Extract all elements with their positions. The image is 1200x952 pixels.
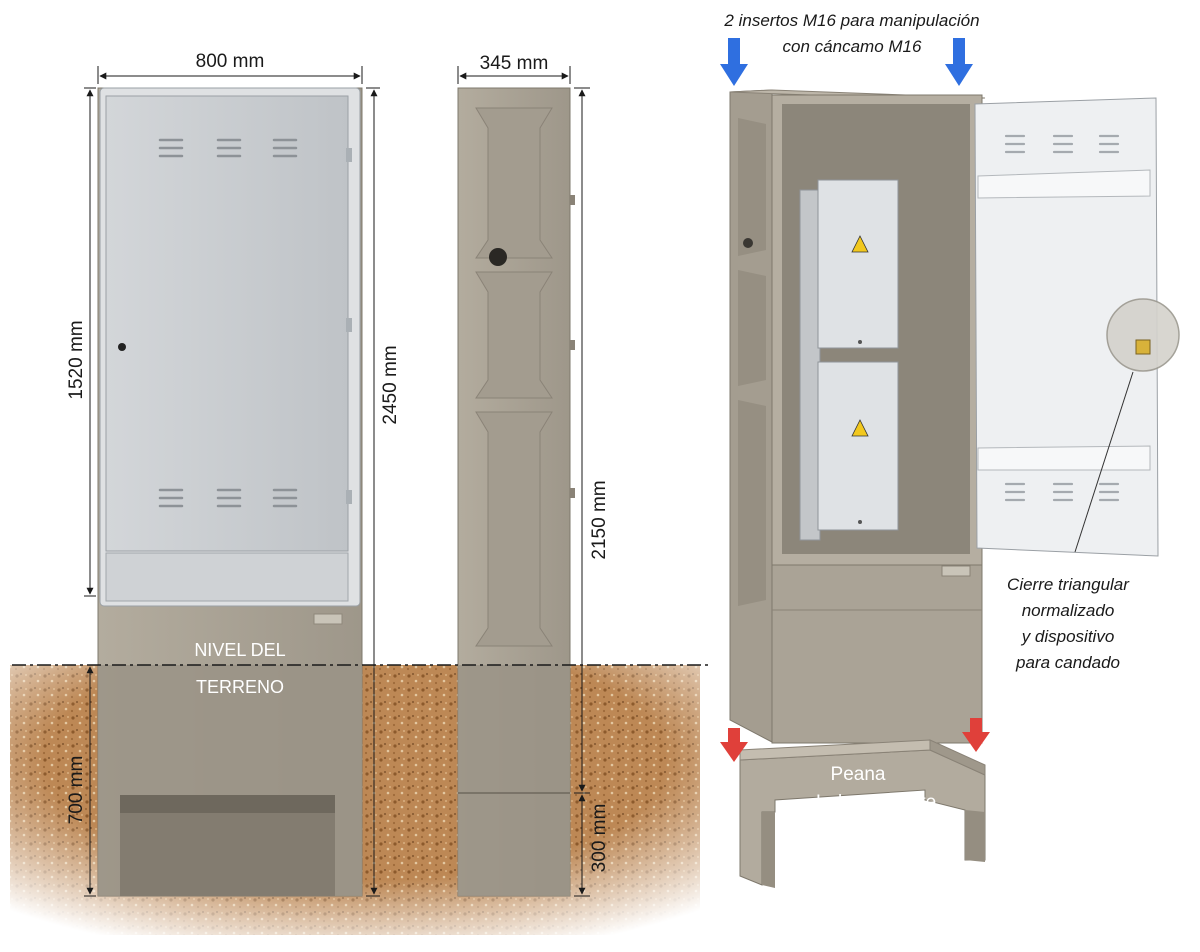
red-down-arrow-icon — [720, 728, 748, 762]
independent-base — [739, 739, 986, 888]
ground-label-line1: NIVEL DEL — [194, 640, 285, 660]
dim-width-side: 345 mm — [480, 53, 549, 74]
lock-keyhole-icon — [118, 343, 126, 351]
open-door — [974, 97, 1159, 557]
blue-down-arrow-icon — [720, 38, 748, 86]
lock-callout-line1: Cierre triangular — [1007, 575, 1130, 594]
nameplate — [313, 613, 343, 625]
dimension-lines — [84, 66, 590, 897]
base-callout-line2: Independiente — [816, 792, 936, 813]
dim-total-height: 2450 mm — [380, 345, 401, 424]
side-view — [457, 87, 575, 897]
inserts-callout-line2: con cáncamo M16 — [783, 37, 922, 56]
inserts-callout-line1: 2 insertos M16 para manipulación — [723, 11, 979, 30]
dim-base-height: 300 mm — [589, 804, 610, 873]
vent-slots-bottom — [158, 488, 298, 508]
dim-above-ground: 2150 mm — [589, 480, 610, 559]
blue-down-arrow-icon — [945, 38, 973, 86]
perspective-view — [729, 89, 1180, 888]
front-view — [97, 87, 363, 897]
meter-box-bottom — [817, 361, 899, 531]
lock-callout-line3: y dispositivo — [1021, 627, 1115, 646]
lock-magnifier — [1074, 298, 1180, 553]
dim-door-height: 1520 mm — [66, 320, 87, 399]
base-arrows-red — [720, 718, 990, 762]
lock-callout-line4: para candado — [1015, 653, 1120, 672]
meter-box-top — [817, 179, 899, 349]
lock-callout-line2: normalizado — [1022, 601, 1115, 620]
base-callout-line1: Peana — [831, 764, 886, 785]
ground-label-line2: TERRENO — [196, 677, 284, 697]
vent-slots-top — [158, 138, 298, 158]
dim-width-front: 800 mm — [196, 51, 265, 72]
side-insert-hole — [489, 248, 507, 266]
red-down-arrow-icon — [962, 718, 990, 752]
dim-buried-depth: 700 mm — [66, 756, 87, 825]
lifting-arrows-blue — [720, 38, 973, 86]
